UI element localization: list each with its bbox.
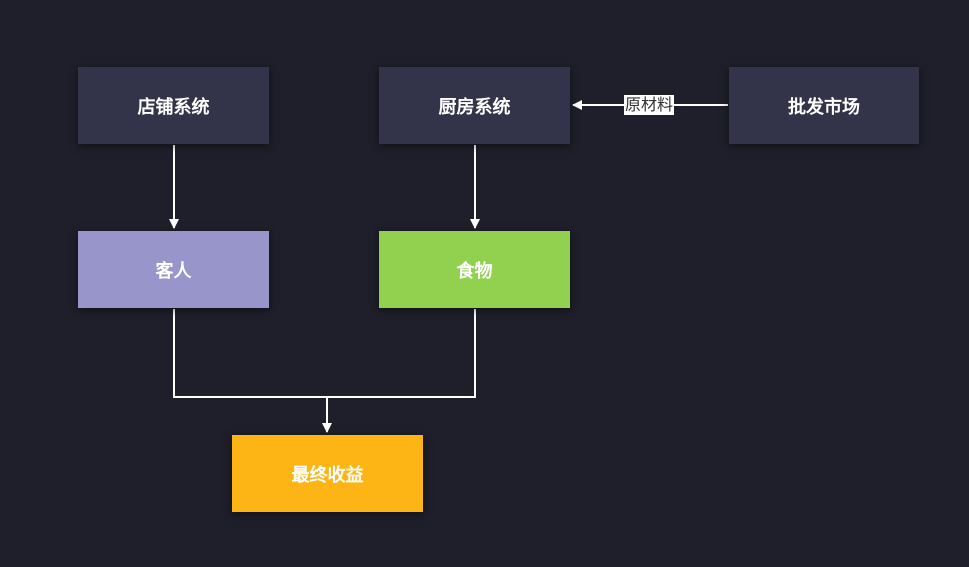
edge-guest-food-merge — [173, 309, 476, 398]
node-final-profit[interactable]: 最终收益 — [232, 435, 423, 512]
node-wholesale-market[interactable]: 批发市场 — [729, 67, 919, 144]
node-label: 店铺系统 — [137, 96, 210, 118]
node-shop-system[interactable]: 店铺系统 — [78, 67, 269, 144]
node-label: 最终收益 — [291, 464, 364, 486]
node-label: 客人 — [155, 260, 192, 282]
node-label: 食物 — [456, 260, 493, 282]
node-food[interactable]: 食物 — [379, 231, 570, 308]
node-guest[interactable]: 客人 — [78, 231, 269, 308]
edge-label-raw-materials: 原材料 — [624, 95, 675, 115]
node-label: 批发市场 — [788, 96, 860, 118]
node-label: 厨房系统 — [438, 96, 511, 118]
node-kitchen-system[interactable]: 厨房系统 — [379, 67, 570, 144]
